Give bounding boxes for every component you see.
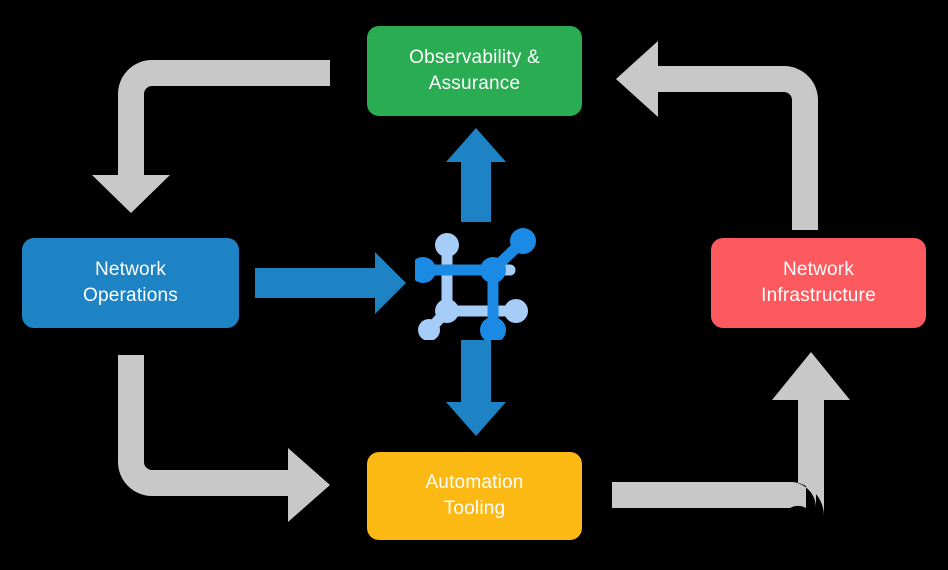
arrow-automation-to-infrastructure-shaft	[612, 360, 844, 508]
node-automation-tooling[interactable]: Automation Tooling	[367, 452, 582, 540]
node-automation-tooling-label: Automation Tooling	[425, 472, 524, 519]
node-observability-assurance[interactable]: Observability & Assurance	[367, 26, 582, 116]
node-observability-assurance-label: Observability & Assurance	[409, 47, 540, 94]
arrow-infrastructure-to-observability	[616, 41, 818, 230]
network-topology-icon	[415, 228, 536, 340]
arrow-hub-to-observability	[446, 128, 506, 222]
node-network-infrastructure-label: Network Infrastructure	[761, 259, 876, 306]
topology-nodes-primary	[415, 228, 536, 340]
arrow-operations-to-hub	[255, 252, 406, 314]
arrow-automation-to-infrastructure	[612, 352, 850, 516]
arrow-operations-to-automation	[118, 355, 330, 522]
node-network-operations[interactable]: Network Operations	[22, 238, 239, 328]
node-network-infrastructure[interactable]: Network Infrastructure	[711, 238, 926, 328]
arrow-hub-to-automation	[446, 340, 506, 436]
node-network-operations-label: Network Operations	[83, 259, 178, 306]
topology-nodes-secondary	[418, 233, 528, 340]
arrow-observability-to-operations	[92, 60, 330, 213]
